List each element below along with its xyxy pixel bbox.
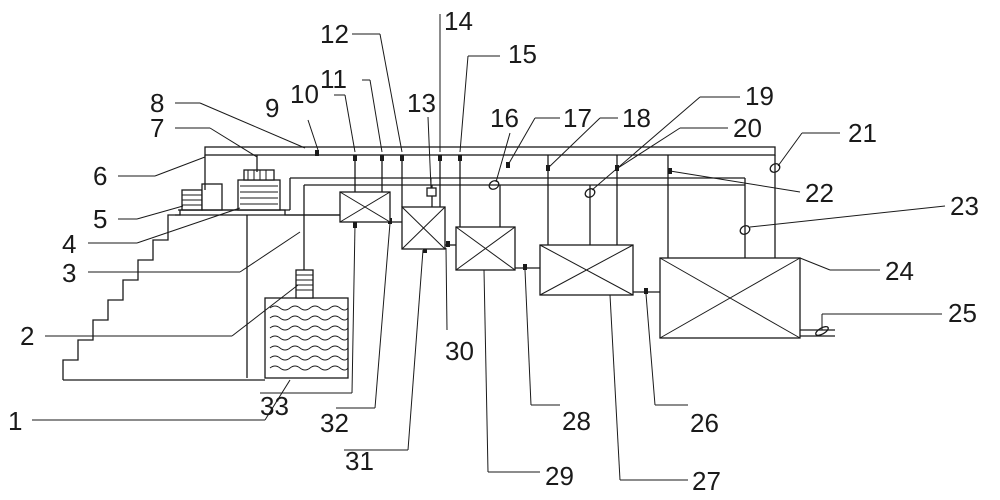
label-30: 30 bbox=[445, 336, 474, 366]
number-labels: 1 2 3 4 5 6 7 8 9 10 11 12 13 14 15 16 1… bbox=[8, 6, 979, 496]
label-11: 11 bbox=[320, 64, 347, 94]
label-23: 23 bbox=[950, 191, 979, 221]
label-24: 24 bbox=[885, 256, 914, 286]
water-tank bbox=[264, 297, 349, 379]
label-25: 25 bbox=[948, 298, 977, 328]
label-26: 26 bbox=[690, 408, 719, 438]
label-33: 33 bbox=[260, 391, 289, 421]
label-17: 17 bbox=[563, 103, 592, 133]
label-19: 19 bbox=[745, 81, 774, 111]
label-31: 31 bbox=[345, 446, 374, 476]
label-14: 14 bbox=[444, 6, 473, 36]
label-4: 4 bbox=[62, 229, 76, 259]
label-27: 27 bbox=[692, 466, 721, 496]
label-1: 1 bbox=[8, 406, 22, 436]
label-18: 18 bbox=[622, 103, 651, 133]
pump-coil bbox=[295, 185, 314, 299]
label-15: 15 bbox=[508, 39, 537, 69]
label-20: 20 bbox=[733, 113, 762, 143]
label-16: 16 bbox=[490, 103, 519, 133]
label-10: 10 bbox=[290, 79, 319, 109]
platform-equipment bbox=[178, 169, 290, 211]
label-8: 8 bbox=[150, 88, 164, 118]
treatment-tanks bbox=[339, 191, 835, 339]
label-5: 5 bbox=[93, 204, 107, 234]
label-12: 12 bbox=[320, 19, 349, 49]
label-28: 28 bbox=[562, 406, 591, 436]
label-22: 22 bbox=[805, 178, 834, 208]
label-29: 29 bbox=[545, 461, 574, 491]
label-6: 6 bbox=[93, 161, 107, 191]
stepped-embankment bbox=[62, 209, 345, 381]
flow-meters bbox=[426, 163, 781, 235]
label-2: 2 bbox=[20, 321, 34, 351]
label-3: 3 bbox=[62, 258, 76, 288]
label-32: 32 bbox=[320, 408, 349, 438]
leader-lines bbox=[32, 14, 946, 481]
label-21: 21 bbox=[848, 118, 877, 148]
label-13: 13 bbox=[407, 88, 436, 118]
label-9: 9 bbox=[265, 93, 279, 123]
label-7: 7 bbox=[150, 113, 164, 143]
